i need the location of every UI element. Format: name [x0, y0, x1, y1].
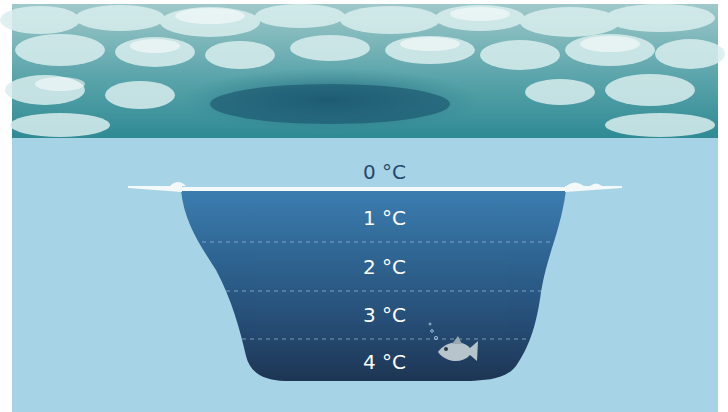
temperature-label: 0 °C [363, 160, 406, 184]
temperature-label: 4 °C [363, 350, 406, 374]
temperature-label: 3 °C [363, 303, 406, 327]
fish-icon [429, 323, 478, 361]
temperature-label: 1 °C [363, 206, 406, 230]
temperature-label: 2 °C [363, 255, 406, 279]
